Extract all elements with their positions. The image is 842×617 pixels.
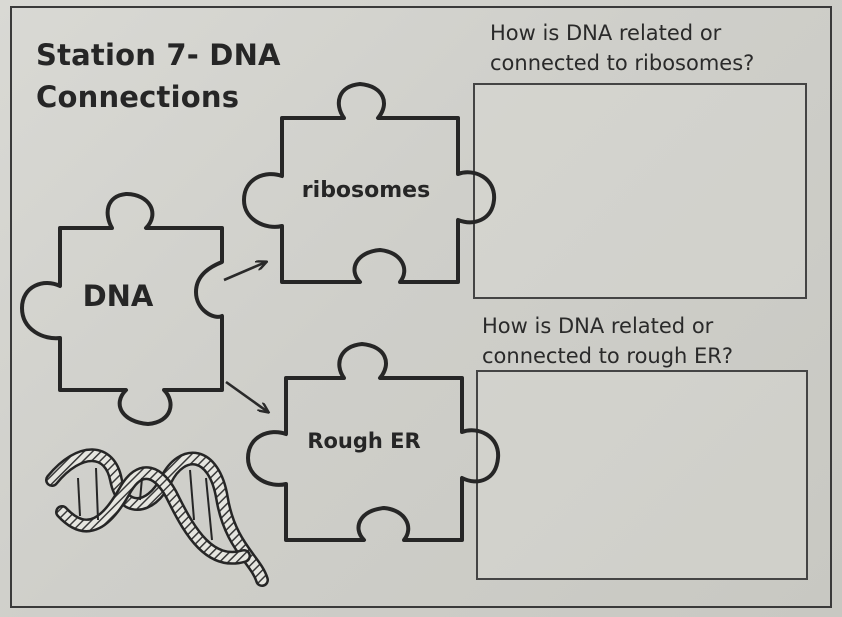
question-rough-er: How is DNA related or connected to rough… [482, 311, 812, 371]
piece-label-rough-er: Rough ER [307, 429, 420, 453]
page-title-continued: Connections [36, 80, 240, 114]
page-title: Station 7- DNA [36, 38, 281, 72]
question-line: How is DNA related or [490, 21, 722, 45]
piece-label-ribosomes: ribosomes [302, 178, 430, 203]
puzzle-piece-ribosomes: ribosomes [242, 82, 497, 284]
puzzle-piece-dna: DNA [20, 192, 224, 426]
answer-box-rough-er[interactable] [476, 370, 808, 580]
answer-box-ribosomes[interactable] [473, 83, 807, 299]
question-line: connected to ribosomes? [490, 51, 755, 75]
piece-label-dna: DNA [83, 279, 154, 313]
puzzle-piece-icon [20, 192, 224, 426]
worksheet-border [10, 6, 832, 608]
arrow-icon [223, 262, 266, 282]
puzzle-piece-icon [246, 342, 501, 542]
question-line: connected to rough ER? [482, 344, 734, 368]
puzzle-piece-icon [242, 82, 497, 284]
arrow-icon [225, 380, 268, 412]
question-ribosomes: How is DNA related or connected to ribos… [490, 18, 820, 78]
question-line: How is DNA related or [482, 314, 714, 338]
dna-helix-icon [45, 448, 269, 587]
puzzle-piece-rough-er: Rough ER [246, 342, 501, 542]
